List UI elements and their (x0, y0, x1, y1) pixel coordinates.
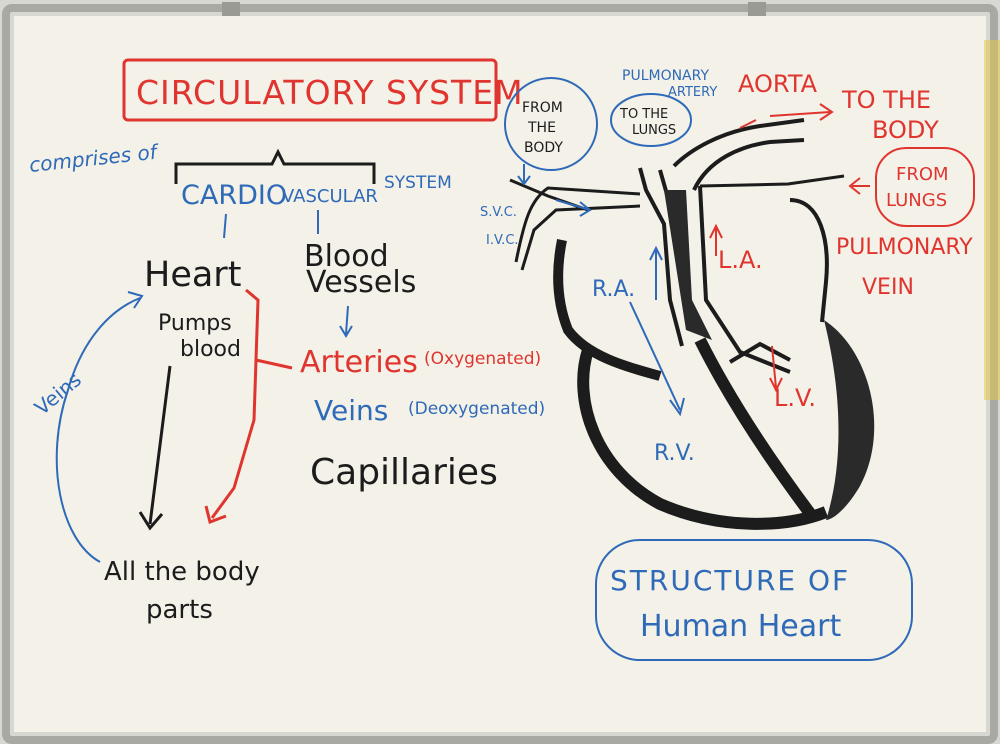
cardio-word: CARDIO (181, 180, 287, 211)
board-hanger-right (748, 2, 766, 16)
veins-note: (Deoxygenated) (408, 399, 545, 419)
from-the-body-line3: BODY (524, 140, 563, 156)
vessels-down-arrow (339, 305, 353, 338)
veins-return-arrowhead (127, 291, 144, 309)
structure-caption-line2: Human Heart (640, 609, 841, 644)
pulmonary-vein-line2: VEIN (862, 275, 914, 300)
vessels-label: Vessels (306, 265, 416, 300)
rv-label: R.V. (654, 441, 695, 466)
pumps-label: Pumps (158, 311, 232, 336)
board-surface (14, 16, 986, 732)
lv-label: L.V. (774, 384, 816, 412)
board-hanger-left (222, 2, 240, 16)
structure-caption-line1: STRUCTURE OF (610, 564, 850, 597)
arteries-arrowhead (204, 505, 227, 524)
from-the-body-line1: FROM (522, 100, 563, 116)
aorta-out-arrow (769, 103, 834, 121)
from-lungs-line2: LUNGS (886, 190, 947, 211)
ivc-label: I.V.C. (486, 233, 519, 248)
pumps-blood-label: blood (180, 337, 241, 362)
flow-arrows (517, 119, 783, 417)
arteries-note: (Oxygenated) (424, 349, 541, 369)
capillaries-label: Capillaries (310, 452, 498, 493)
to-the-lungs-line2: LUNGS (632, 123, 676, 138)
to-the-lungs-line1: TO THE (619, 107, 668, 122)
from-the-body-line2: THE (527, 120, 556, 136)
heart-outline (509, 118, 875, 530)
to-the-body-line2: BODY (872, 116, 939, 144)
arteries-flow-arrow (210, 288, 293, 519)
body-parts-line2: parts (146, 595, 213, 625)
pumps-down-arrow (138, 365, 172, 531)
la-label: L.A. (718, 246, 763, 274)
to-the-lungs-bubble (610, 93, 692, 147)
from-the-body-bubble (504, 77, 598, 171)
wall-edge (984, 40, 1000, 400)
heart-label: Heart (144, 255, 241, 295)
pulmonary-artery-line1: PULMONARY (622, 68, 709, 84)
structure-caption-bubble (595, 539, 913, 661)
from-lungs-arrow (848, 177, 870, 195)
cardio-connector (223, 213, 227, 239)
system-word: SYSTEM (384, 173, 452, 193)
veins-return-arrow (55, 297, 141, 563)
aorta-label: AORTA (738, 70, 818, 98)
page-title: CIRCULATORY SYSTEM (136, 73, 524, 112)
title-box (122, 58, 498, 122)
from-lungs-bubble (875, 147, 975, 227)
pulmonary-vein-line1: PULMONARY (836, 235, 973, 260)
arteries-label: Arteries (300, 345, 418, 380)
to-the-body-line1: TO THE (841, 86, 931, 114)
svc-label: S.V.C. (480, 205, 517, 220)
body-parts-line1: All the body (104, 557, 260, 587)
ra-label: R.A. (592, 277, 635, 302)
vascular-word: VASCULAR (282, 186, 378, 207)
cardiovascular-brace (174, 148, 376, 184)
veins-type-label: Veins (314, 394, 388, 427)
blood-label: Blood (304, 239, 389, 274)
from-lungs-line1: FROM (896, 164, 949, 185)
pulmonary-artery-line2: ARTERY (668, 85, 717, 100)
